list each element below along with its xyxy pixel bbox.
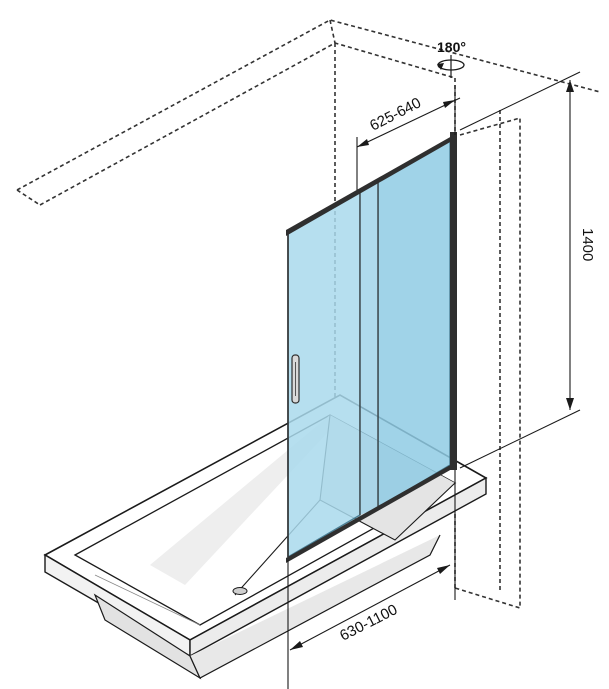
bottom-rail (286, 464, 452, 563)
top-rail (286, 136, 452, 236)
glass-panel-fixed (377, 138, 451, 510)
dimension-arrows (290, 80, 574, 650)
bathtub (43, 394, 488, 680)
wall-profile (450, 132, 457, 470)
height-label: 1400 (579, 228, 596, 261)
dimension-lines (287, 71, 581, 689)
drain-icon (232, 587, 248, 595)
shower-screen (286, 132, 457, 563)
rotation-label: 180° (437, 39, 466, 55)
rotation-indicator (437, 55, 465, 78)
